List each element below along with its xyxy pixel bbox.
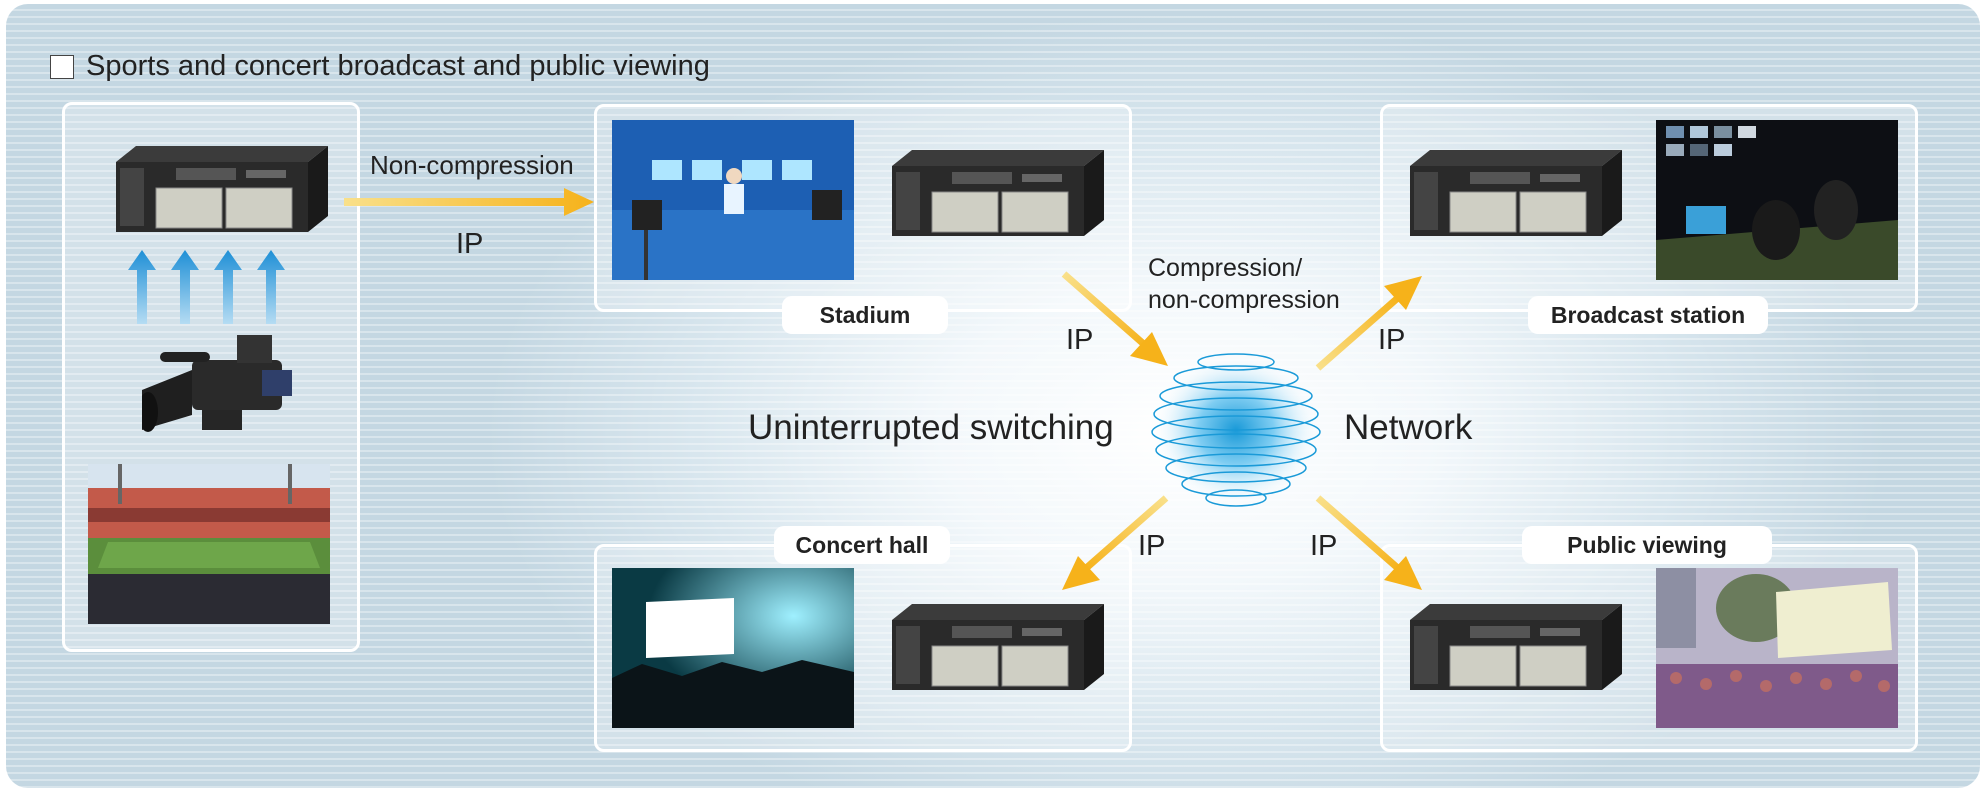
compression-label-line1: Compression/ (1148, 254, 1303, 282)
stadium-to-network-arrow (1060, 270, 1172, 370)
control-room-photo (1656, 120, 1898, 280)
upload-arrows (128, 250, 298, 324)
stadium-device-icon (882, 148, 1112, 240)
stadium-photo (88, 464, 330, 624)
ip-label-top: IP (456, 228, 484, 260)
public-badge: Public viewing (1522, 526, 1772, 564)
non-compression-arrow (344, 186, 594, 218)
broadcast-badge: Broadcast station (1528, 296, 1768, 334)
concert-device-icon (882, 602, 1112, 694)
uninterrupted-switching-label: Uninterrupted switching (748, 408, 1114, 447)
source-device-icon (106, 144, 336, 236)
video-camera-icon (142, 330, 312, 450)
checkbox-icon (50, 54, 74, 79)
network-to-concert-arrow (1058, 494, 1170, 594)
diagram-heading: Sports and concert broadcast and public … (50, 50, 710, 83)
network-label: Network (1344, 408, 1473, 447)
network-to-broadcast-arrow (1314, 272, 1426, 372)
compression-label-line2: non-compression (1148, 286, 1340, 314)
ip-label-public: IP (1310, 530, 1338, 562)
diagram-panel: Sports and concert broadcast and public … (6, 4, 1980, 788)
ip-label-concert: IP (1138, 530, 1166, 562)
studio-photo (612, 120, 854, 280)
non-compression-label: Non-compression (370, 150, 574, 180)
public-device-icon (1400, 602, 1630, 694)
concert-badge: Concert hall (774, 526, 950, 564)
network-globe-icon (1148, 350, 1324, 510)
concert-photo (612, 568, 854, 728)
ip-label-stadium: IP (1066, 324, 1094, 356)
public-viewing-photo (1656, 568, 1898, 728)
stadium-badge: Stadium (782, 296, 948, 334)
ip-label-broadcast: IP (1378, 324, 1406, 356)
broadcast-device-icon (1400, 148, 1630, 240)
network-to-public-arrow (1314, 494, 1426, 594)
